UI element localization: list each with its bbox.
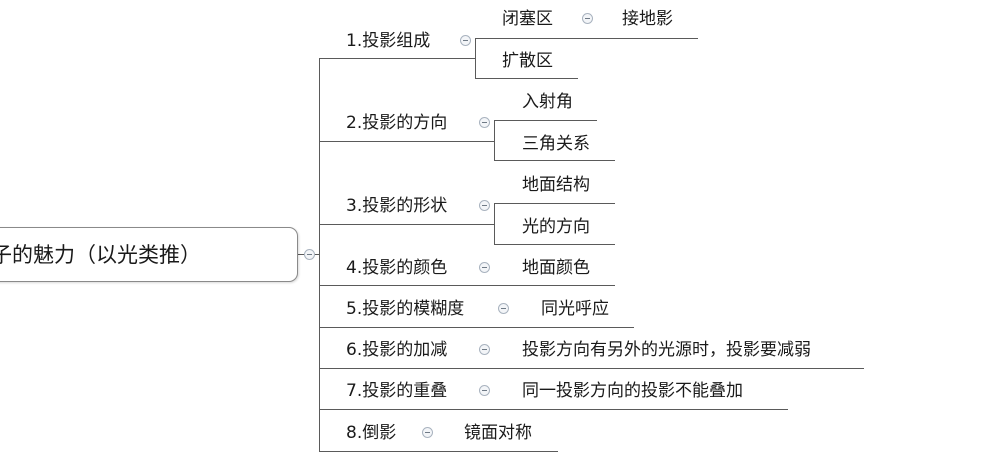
branch-3-child-2-label[interactable]: 光的方向 <box>522 217 590 237</box>
branch-1-child-1-label[interactable]: 闭塞区 <box>502 9 553 29</box>
root-collapse-icon[interactable] <box>304 249 315 260</box>
branch-4-child-1-label[interactable]: 地面颜色 <box>522 258 590 278</box>
branch-2-child-2-label[interactable]: 三角关系 <box>522 134 590 154</box>
branch-4-label[interactable]: 4.投影的颜色 <box>346 258 448 278</box>
branch-7-child-1-label[interactable]: 同一投影方向的投影不能叠加 <box>522 381 743 401</box>
branch-3-collapse-icon[interactable] <box>479 200 490 211</box>
branch-5-child-1-label[interactable]: 同光呼应 <box>541 299 609 319</box>
root-topic-box[interactable] <box>0 227 298 282</box>
branch-2-collapse-icon[interactable] <box>479 117 490 128</box>
branch-1-child-1-collapse-icon[interactable] <box>582 13 593 24</box>
branch-7-label[interactable]: 7.投影的重叠 <box>346 381 448 401</box>
branch-8-collapse-icon[interactable] <box>422 427 433 438</box>
branch-2-child-1-label[interactable]: 入射角 <box>522 92 573 112</box>
branch-8-child-1-label[interactable]: 镜面对称 <box>464 423 532 443</box>
branch-5-label[interactable]: 5.投影的模糊度 <box>346 299 465 319</box>
branch-1-label[interactable]: 1.投影组成 <box>346 31 431 51</box>
branch-2-label[interactable]: 2.投影的方向 <box>346 113 448 133</box>
branch-6-collapse-icon[interactable] <box>479 344 490 355</box>
branch-7-collapse-icon[interactable] <box>479 385 490 396</box>
branch-1-child-2-label[interactable]: 扩散区 <box>502 51 553 71</box>
branch-5-collapse-icon[interactable] <box>498 303 509 314</box>
branch-3-label[interactable]: 3.投影的形状 <box>346 196 448 216</box>
branch-3-child-1-label[interactable]: 地面结构 <box>522 175 590 195</box>
branch-1-child-1-sub-label[interactable]: 接地影 <box>622 9 673 29</box>
branch-8-label[interactable]: 8.倒影 <box>346 423 397 443</box>
branch-6-label[interactable]: 6.投影的加减 <box>346 340 448 360</box>
branch-6-child-1-label[interactable]: 投影方向有另外的光源时，投影要减弱 <box>522 340 811 360</box>
branch-4-collapse-icon[interactable] <box>479 262 490 273</box>
root-topic-label: 影子的魅力（以光类推） <box>0 243 201 267</box>
branch-1-collapse-icon[interactable] <box>460 35 471 46</box>
